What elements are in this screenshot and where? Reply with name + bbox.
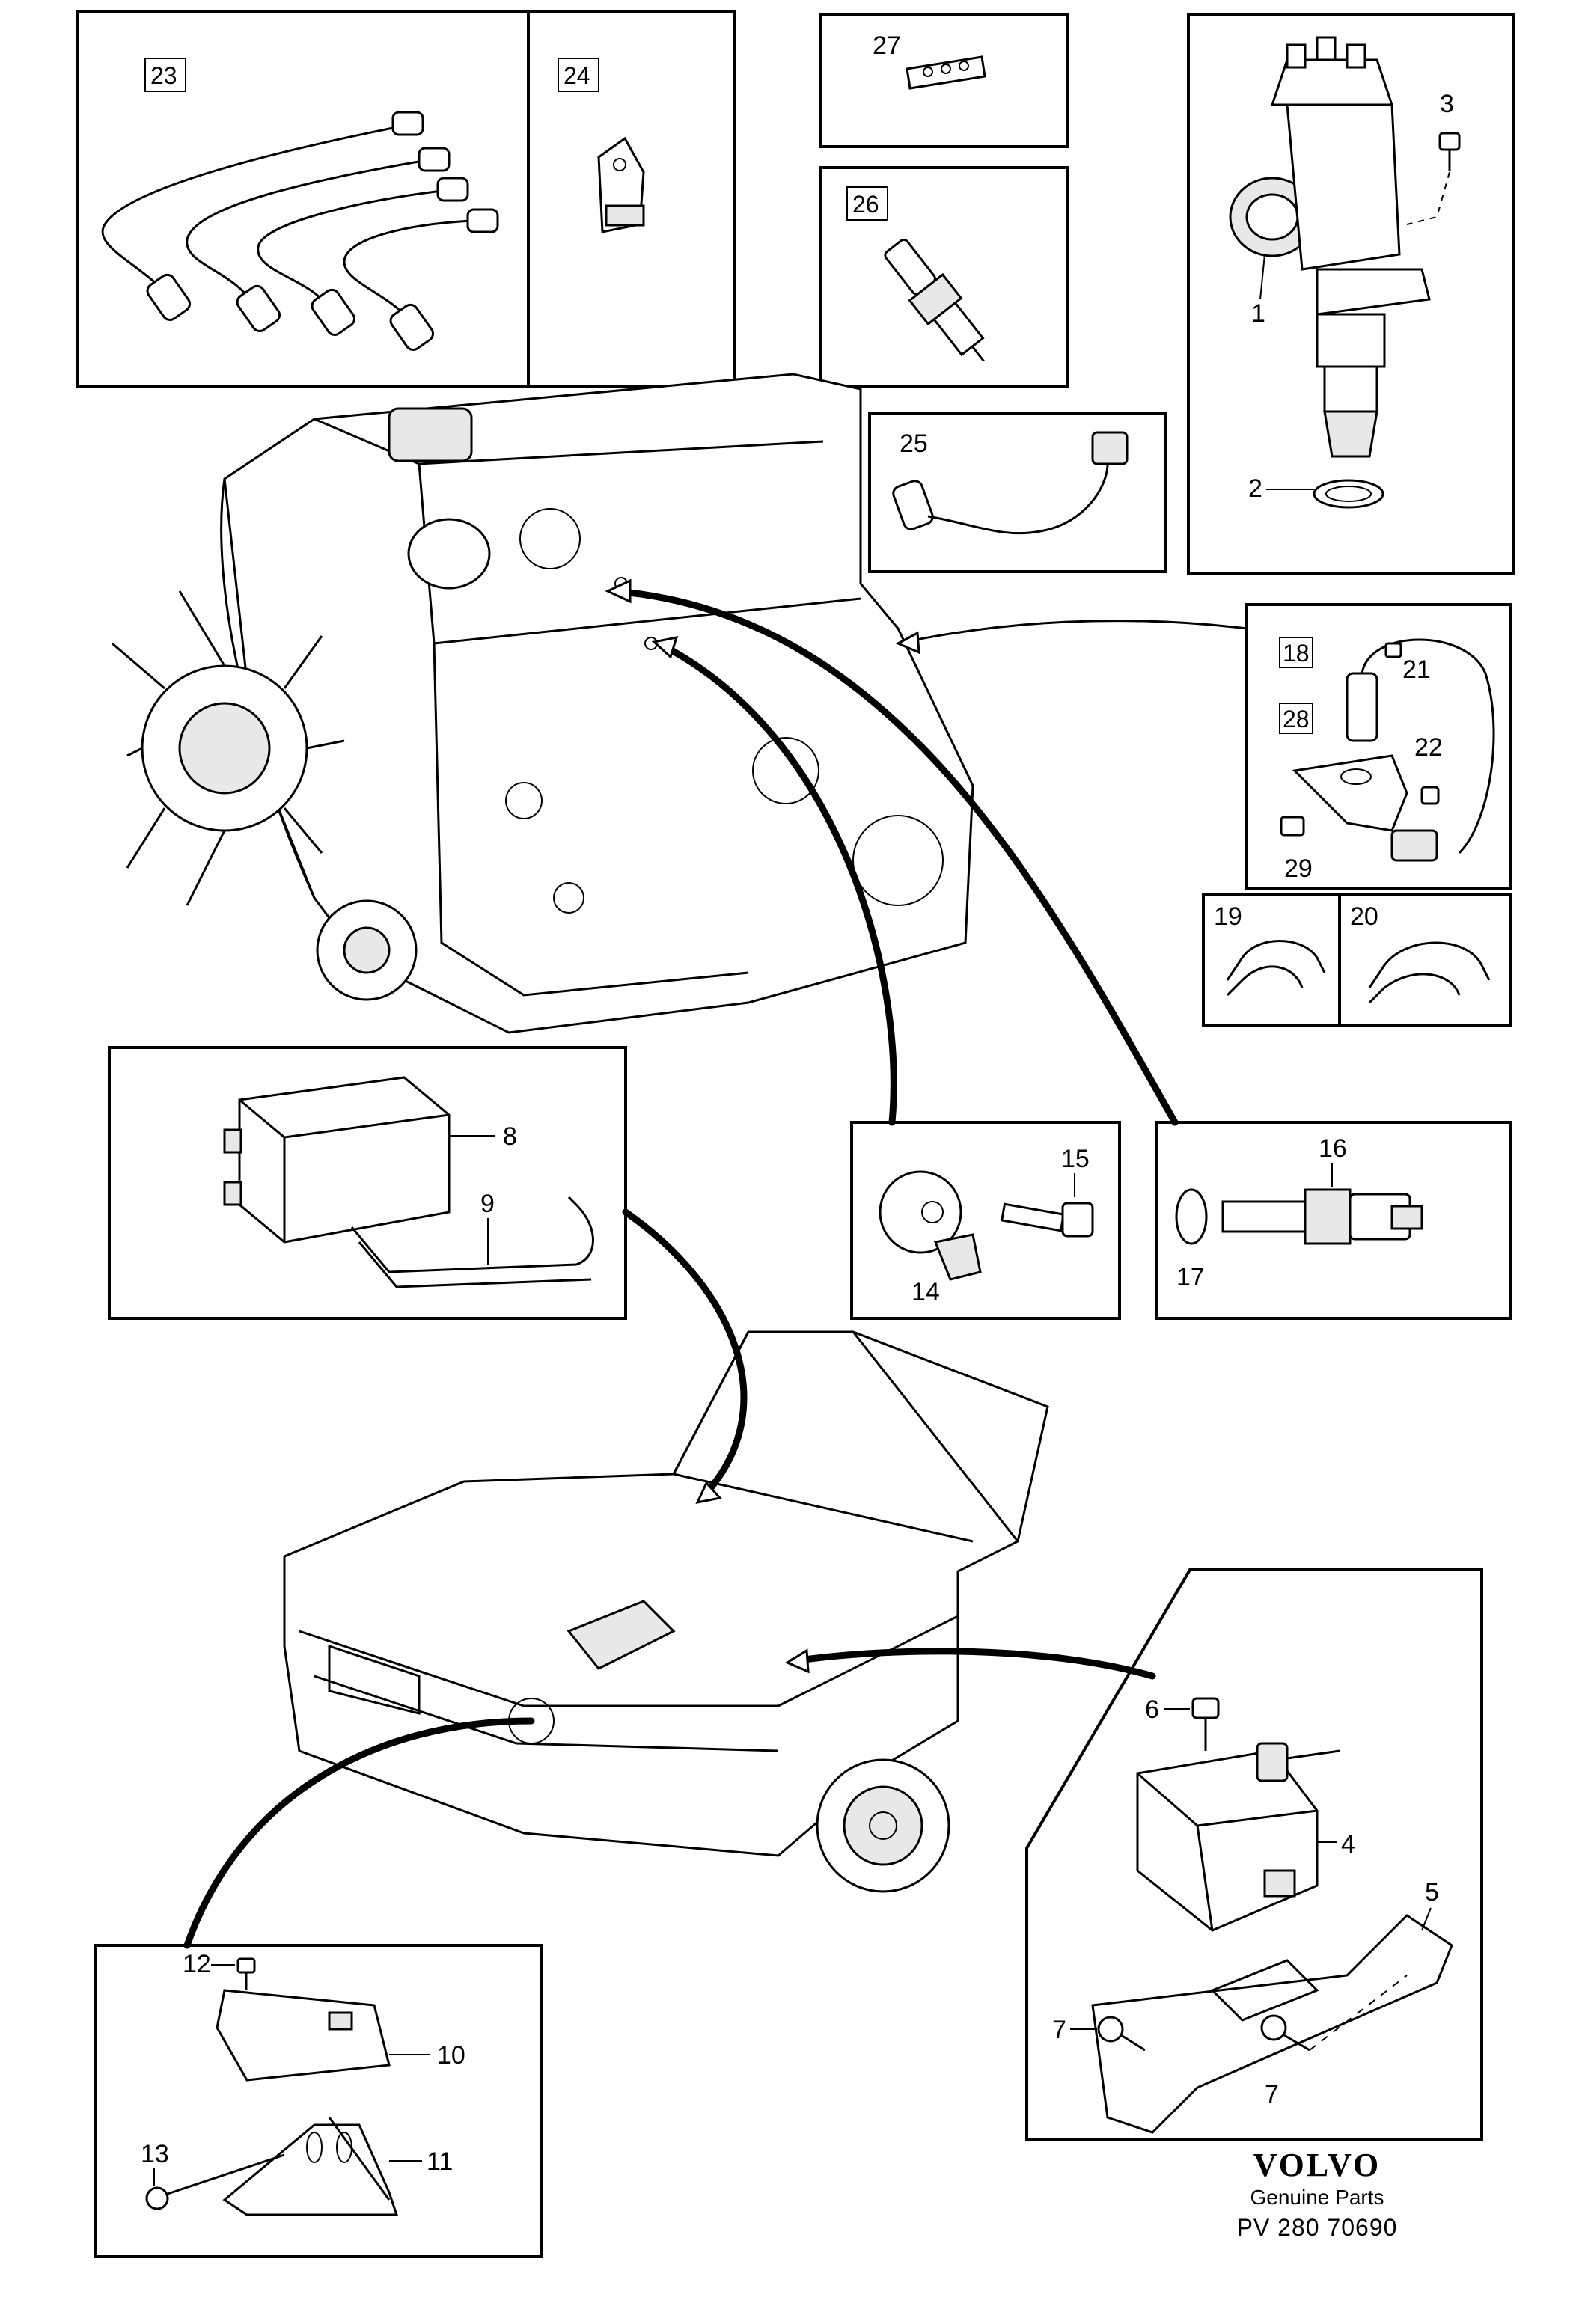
- arrow-temp-to-engine: [610, 587, 1179, 1126]
- label-18: 18: [1283, 640, 1310, 667]
- ignition-lead-3: [257, 189, 442, 301]
- label-26: 26: [852, 191, 879, 218]
- arrow-module-to-car: [183, 1717, 535, 1949]
- retaining-strap-9: [350, 1196, 594, 1273]
- label-14: 14: [911, 1278, 940, 1306]
- label-29: 29: [1284, 854, 1313, 883]
- control-module-10: [216, 1989, 391, 2082]
- distributor-screw-3: [1406, 132, 1461, 225]
- distributor-box: 3 1 2: [1187, 13, 1515, 575]
- control-unit-box: 8 9: [108, 1046, 627, 1320]
- genuine-parts-text: Genuine Parts: [1250, 2186, 1384, 2209]
- ignition-lead-4: [343, 219, 472, 316]
- label-7-right: 7: [1265, 2080, 1279, 2109]
- ignition-leads-box: 23 24: [76, 10, 736, 388]
- volvo-logo: VOLVO: [1253, 2147, 1381, 2183]
- label-8: 8: [503, 1122, 517, 1151]
- car-illustration: [283, 1330, 1049, 1893]
- knock-sensor-box: 15 14: [850, 1121, 1121, 1320]
- screw-12: [236, 1957, 256, 1990]
- coil-lead-25: [892, 480, 934, 530]
- label-11: 11: [427, 2147, 453, 2176]
- sleeve-29: [1280, 816, 1305, 837]
- label-24: 24: [564, 62, 590, 89]
- label-20: 20: [1350, 902, 1378, 931]
- clamp-box: 19 20: [1202, 893, 1512, 1027]
- screw-7-left: [1097, 2016, 1146, 2052]
- label-7-left: 7: [1052, 2016, 1066, 2044]
- label-1: 1: [1251, 299, 1265, 328]
- temp-sensor-16: [1221, 1188, 1423, 1245]
- coil-lead-box: 25: [868, 412, 1167, 573]
- volvo-genuine-parts-footer: VOLVO Genuine Parts PV 280 70690: [1227, 2146, 1407, 2242]
- sensor-bracket-28: [1292, 754, 1408, 832]
- screw-6: [1191, 1697, 1220, 1751]
- arrow-control-to-car: [622, 1208, 748, 1500]
- clamp-19: [1226, 940, 1326, 981]
- label-15: 15: [1061, 1145, 1090, 1173]
- engine-illustration: [112, 373, 974, 1034]
- lead-separator-box: 27: [819, 13, 1069, 148]
- bracket-11: [222, 2117, 399, 2216]
- label-23: 23: [150, 62, 177, 89]
- bolt-15: [1000, 1202, 1094, 1238]
- ignition-lead-1: [101, 126, 397, 286]
- label-10: 10: [437, 2041, 465, 2070]
- washer-17: [1175, 1188, 1208, 1245]
- arrow-sensor-to-engine: [897, 620, 1248, 645]
- screw-13: [145, 2153, 285, 2210]
- label-13: 13: [141, 2140, 169, 2168]
- label-22: 22: [1414, 733, 1443, 762]
- screw-22: [1420, 786, 1440, 805]
- label-17: 17: [1176, 1263, 1205, 1291]
- spark-plug-26: [884, 238, 985, 362]
- ignition-coil-box: 6 4 5 7 7: [1025, 1568, 1483, 2141]
- label-3: 3: [1440, 90, 1454, 118]
- control-unit-8: [223, 1076, 451, 1244]
- label-4: 4: [1341, 1830, 1355, 1859]
- label-28: 28: [1283, 706, 1310, 733]
- ignition-lead-2: [186, 159, 424, 296]
- ignition-coil-4: [1136, 1742, 1340, 1932]
- label-16: 16: [1319, 1134, 1347, 1163]
- clamp-20: [1368, 941, 1491, 988]
- label-6: 6: [1145, 1695, 1159, 1724]
- arrow-knock-to-engine: [655, 640, 897, 1126]
- label-12: 12: [183, 1950, 211, 1978]
- knock-sensor-14: [879, 1170, 982, 1281]
- connector-lines: [183, 578, 1248, 1949]
- temp-sensor-box: 16 17: [1155, 1121, 1512, 1320]
- spark-plug-box: 26: [819, 166, 1069, 388]
- diagram-code: PV 280 70690: [1236, 2214, 1398, 2241]
- label-2: 2: [1248, 474, 1262, 503]
- distributor-seal-ring-2: [1313, 479, 1384, 509]
- module-bracket-box: 12 10 11 13: [94, 1944, 543, 2258]
- screw-7-right: [1260, 2014, 1310, 2052]
- arrow-coil-to-car: [790, 1648, 1156, 1680]
- label-9: 9: [480, 1190, 495, 1218]
- distributor-1: [1229, 36, 1431, 458]
- label-27: 27: [873, 31, 901, 60]
- label-5: 5: [1425, 1878, 1439, 1906]
- screw-21: [1384, 642, 1402, 658]
- label-25: 25: [900, 429, 928, 458]
- label-21: 21: [1402, 655, 1431, 684]
- label-19: 19: [1214, 902, 1242, 931]
- sensor-box: 18 28 21 22 29: [1245, 603, 1512, 890]
